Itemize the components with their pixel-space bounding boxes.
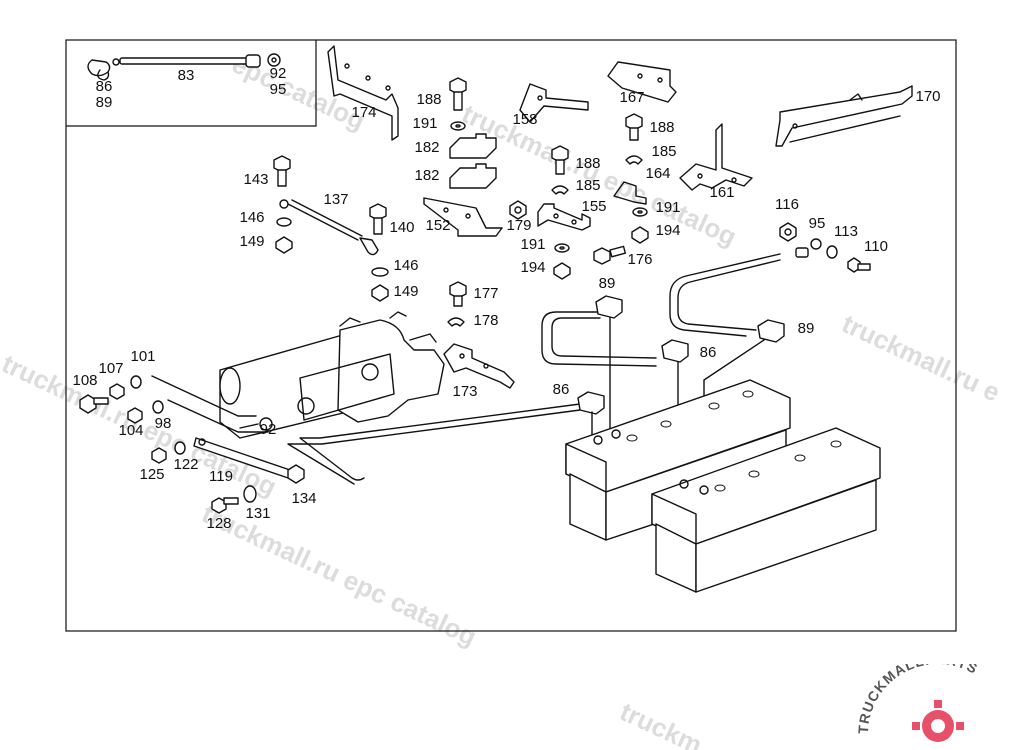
callout-182[interactable]: 182 [414, 139, 439, 156]
callout-194[interactable]: 194 [655, 222, 680, 239]
bolt-188-right-drawing [625, 113, 643, 165]
callout-143[interactable]: 143 [243, 171, 268, 188]
callout-167[interactable]: 167 [619, 89, 644, 106]
callout-113[interactable]: 113 [834, 223, 858, 240]
callout-185[interactable]: 185 [575, 177, 600, 194]
callout-125[interactable]: 125 [139, 466, 164, 483]
callout-174[interactable]: 174 [351, 104, 376, 121]
hardware-left-drawing [79, 375, 305, 514]
bracket-158-drawing [519, 83, 589, 123]
bolt-188-mid-drawing [551, 145, 647, 205]
callout-89[interactable]: 89 [798, 320, 815, 337]
callout-188[interactable]: 188 [649, 119, 674, 136]
diagram-frame [65, 39, 957, 632]
callout-164[interactable]: 164 [645, 165, 670, 182]
callout-182[interactable]: 182 [414, 167, 439, 184]
callout-101[interactable]: 101 [130, 348, 155, 365]
callout-122[interactable]: 122 [173, 456, 198, 473]
callout-86[interactable]: 86 [553, 381, 570, 398]
rail-170-drawing [775, 85, 913, 147]
terminal-set-right-drawing [779, 222, 871, 273]
callout-95[interactable]: 95 [270, 81, 287, 98]
callout-98[interactable]: 98 [155, 415, 172, 432]
callout-146[interactable]: 146 [239, 209, 264, 226]
bolt-176-drawing [593, 245, 627, 265]
bracket-174-drawing [327, 45, 399, 141]
callout-149[interactable]: 149 [393, 283, 418, 300]
callout-95[interactable]: 95 [809, 215, 826, 232]
truckmallparts-logo: TRUCKMALLPARTS [858, 664, 980, 742]
callout-116[interactable]: 116 [775, 196, 799, 213]
callout-89[interactable]: 89 [96, 94, 113, 111]
callout-89[interactable]: 89 [599, 275, 616, 292]
callout-104[interactable]: 104 [118, 422, 143, 439]
callout-155[interactable]: 155 [581, 198, 606, 215]
bracket-173-drawing [443, 281, 515, 389]
inset-frame [66, 40, 317, 127]
callout-177[interactable]: 177 [473, 285, 498, 302]
callout-158[interactable]: 158 [512, 111, 537, 128]
callout-161[interactable]: 161 [709, 184, 734, 201]
ground-strap-137-drawing [273, 155, 389, 302]
callout-188[interactable]: 188 [416, 91, 441, 108]
bracket-155-drawing [537, 203, 591, 231]
callout-92[interactable]: 92 [270, 65, 287, 82]
callout-layer: 8386899295174188191182182158167188185170… [72, 65, 940, 532]
batteries-drawing [565, 379, 881, 593]
callout-86[interactable]: 86 [700, 344, 717, 361]
callout-178[interactable]: 178 [473, 312, 498, 329]
callout-179[interactable]: 179 [506, 217, 531, 234]
callout-152[interactable]: 152 [425, 217, 450, 234]
callout-191[interactable]: 191 [412, 115, 437, 132]
callout-134[interactable]: 134 [291, 490, 316, 507]
watermark-text: truckm [615, 696, 706, 750]
callout-176[interactable]: 176 [627, 251, 652, 268]
callout-140[interactable]: 140 [389, 219, 414, 236]
callout-128[interactable]: 128 [206, 515, 231, 532]
callout-137[interactable]: 137 [323, 191, 348, 208]
callout-185[interactable]: 185 [651, 143, 676, 160]
washer-nut-right-drawing [631, 207, 649, 244]
watermark-text: truckmall.ru e [837, 308, 1004, 407]
callout-119[interactable]: 119 [209, 468, 233, 485]
callout-83[interactable]: 83 [178, 67, 195, 84]
watermark-text: truckmall.ru epc catalog [197, 498, 481, 652]
gear-icon [912, 700, 964, 742]
callout-131[interactable]: 131 [245, 505, 270, 522]
bolt-140-drawing [369, 203, 387, 235]
clamp-set-center-drawing [423, 77, 503, 237]
bracket-167-drawing [607, 61, 677, 103]
callout-86[interactable]: 86 [96, 78, 113, 95]
callout-188[interactable]: 188 [575, 155, 600, 172]
cable-83-drawing [87, 53, 281, 81]
callout-191[interactable]: 191 [520, 236, 545, 253]
callout-108[interactable]: 108 [72, 372, 97, 389]
callout-110[interactable]: 110 [864, 238, 888, 255]
nut-179-drawing [509, 200, 527, 220]
callout-170[interactable]: 170 [915, 88, 940, 105]
callout-146[interactable]: 146 [393, 257, 418, 274]
starter-motor-drawing [219, 311, 445, 439]
bracket-161-drawing [679, 123, 753, 191]
washer-nut-center-drawing [553, 243, 571, 280]
callout-92[interactable]: 92 [260, 421, 277, 438]
callout-173[interactable]: 173 [452, 383, 477, 400]
callout-194[interactable]: 194 [520, 259, 545, 276]
callout-149[interactable]: 149 [239, 233, 264, 250]
callout-191[interactable]: 191 [655, 199, 680, 216]
callout-107[interactable]: 107 [98, 360, 123, 377]
